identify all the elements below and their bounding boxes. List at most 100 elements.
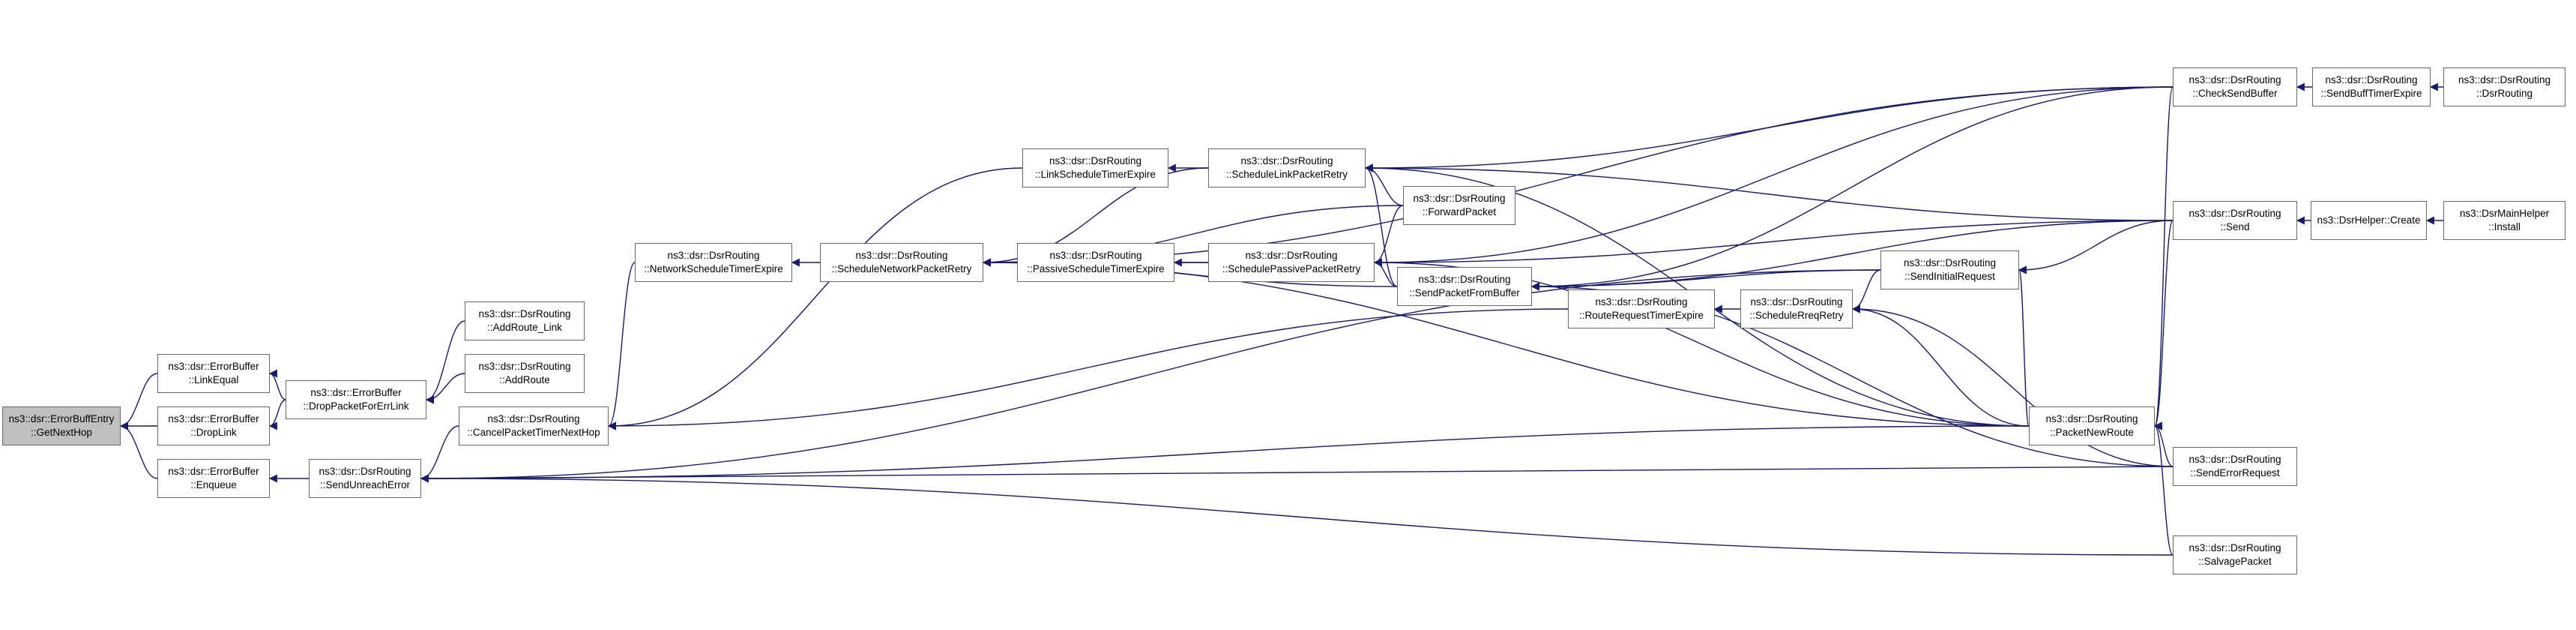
node-label: ns3::dsr::DsrRouting	[487, 413, 580, 424]
graph-node[interactable]: ns3::dsr::DsrRouting::ScheduleNetworkPac…	[820, 243, 983, 282]
graph-node[interactable]: ns3::dsr::DsrRouting::PacketNewRoute	[2029, 406, 2155, 446]
call-edge	[1530, 269, 1881, 291]
graph-node[interactable]: ns3::dsr::DsrRouting::NetworkScheduleTim…	[635, 243, 792, 282]
root-node: ns3::dsr::ErrorBuffEntry::GetNextHop	[2, 406, 121, 446]
node-label: ::DropPacketForErrLink	[303, 400, 409, 412]
node-label: ns3::dsr::ErrorBuffEntry	[8, 413, 115, 424]
call-edge	[1530, 86, 2174, 291]
node-label: ::PassiveScheduleTimerExpire	[1027, 263, 1165, 274]
node-label: ::AddRoute	[499, 374, 550, 386]
node-label: ::DropLink	[190, 427, 237, 438]
graph-node[interactable]: ns3::dsr::DsrRouting::RouteRequestTimerE…	[1568, 290, 1715, 328]
node-label: ns3::dsr::DsrRouting	[1418, 274, 1511, 285]
call-edge	[1851, 269, 1881, 314]
graph-node[interactable]: ns3::dsr::ErrorBuffer::DropPacketForErrL…	[286, 380, 426, 419]
call-edge	[119, 422, 158, 479]
graph-node[interactable]: ns3::dsr::DsrRouting::SendUnreachError	[309, 459, 421, 498]
graph-node[interactable]: ns3::dsr::DsrRouting::PassiveScheduleTim…	[1017, 243, 1174, 282]
node-label: ns3::dsr::DsrRouting	[855, 250, 948, 261]
node-label: ns3::DsrHelper::Create	[2317, 214, 2421, 226]
node-label: ns3::dsr::DsrRouting	[1595, 296, 1688, 308]
graph-node[interactable]: ns3::dsr::DsrRouting::LinkScheduleTimerE…	[1022, 148, 1168, 188]
call-edge	[420, 474, 2174, 556]
node-label: ::Enqueue	[190, 479, 237, 490]
node-label: ::SendErrorRequest	[2190, 467, 2280, 478]
call-edge	[1373, 86, 2174, 267]
node-label: ::CancelPacketTimerNextHop	[467, 427, 600, 438]
node-label: ::ScheduleNetworkPacketRetry	[831, 263, 972, 274]
call-edge	[607, 167, 1023, 430]
graph-node[interactable]: ns3::dsr::DsrRouting::SendInitialRequest	[1880, 250, 2019, 290]
node-label: ns3::dsr::DsrRouting	[2189, 454, 2281, 465]
node-label: ::ScheduleLinkPacketRetry	[1225, 169, 1348, 180]
call-edge	[1530, 220, 2174, 291]
graph-node[interactable]: ns3::dsr::DsrRouting::SalvagePacket	[2173, 536, 2297, 574]
node-label: ns3::dsr::DsrRouting	[2325, 74, 2418, 86]
call-edge	[1364, 164, 1398, 287]
node-label: ::Install	[2488, 221, 2521, 232]
node-label: ::CheckSendBuffer	[2192, 88, 2278, 99]
call-edge	[1364, 86, 2174, 172]
node-label: ns3::dsr::DsrRouting	[1413, 193, 1506, 204]
call-edge	[1851, 304, 2174, 467]
node-label: ns3::dsr::DsrRouting	[1240, 155, 1333, 166]
graph-node[interactable]: ns3::dsr::DsrRouting::ScheduleRreqRetry	[1740, 290, 1853, 328]
graph-node[interactable]: ns3::dsr::DsrRouting::Send	[2173, 201, 2297, 240]
graph-node[interactable]: ns3::dsr::DsrRouting::DsrRouting	[2443, 68, 2566, 106]
graph-node[interactable]: ns3::DsrHelper::Create	[2311, 201, 2427, 240]
call-edge	[2153, 86, 2174, 430]
graph-node[interactable]: ns3::dsr::DsrRouting::AddRoute_Link	[465, 302, 585, 340]
node-label: ::RouteRequestTimerExpire	[1578, 310, 1704, 321]
node-label: ns3::dsr::ErrorBuffer	[168, 466, 259, 477]
call-edge	[1373, 220, 2174, 267]
node-label: ::NetworkScheduleTimerExpire	[644, 263, 783, 274]
call-edge	[425, 320, 465, 404]
node-label: ::Send	[2220, 221, 2250, 232]
graph-node[interactable]: ns3::dsr::DsrRouting::ForwardPacket	[1403, 186, 1515, 225]
node-label: ns3::dsr::DsrRouting	[1049, 155, 1142, 166]
node-label: ns3::dsr::ErrorBuffer	[168, 413, 259, 424]
call-edge	[1373, 258, 1398, 287]
node-label: ::SendInitialRequest	[1904, 271, 1995, 282]
call-edge	[1364, 164, 2174, 221]
graph-node[interactable]: ns3::dsr::ErrorBuffer::DropLink	[157, 406, 270, 446]
node-label: ns3::dsr::DsrRouting	[319, 466, 411, 477]
call-edge	[607, 308, 1569, 430]
graph-node[interactable]: ns3::dsr::DsrRouting::SendErrorRequest	[2173, 447, 2297, 486]
node-label: ns3::dsr::ErrorBuffer	[310, 387, 402, 398]
node-label: ns3::dsr::DsrRouting	[1245, 250, 1338, 261]
call-edge	[1851, 304, 2030, 427]
node-label: ns3::dsr::DsrRouting	[478, 361, 571, 372]
node-label: ::GetNextHop	[31, 427, 92, 438]
graph-node[interactable]: ns3::dsr::DsrRouting::CheckSendBuffer	[2173, 68, 2297, 106]
node-label: ::ForwardPacket	[1422, 206, 1497, 218]
call-edge	[2018, 266, 2030, 427]
node-label: ns3::dsr::DsrRouting	[1750, 296, 1843, 308]
node-label: ::LinkEqual	[188, 374, 239, 386]
node-label: ::SchedulePassivePacketRetry	[1222, 263, 1361, 274]
node-label: ::DsrRouting	[2476, 88, 2533, 99]
node-label: ::SalvagePacket	[2198, 556, 2272, 567]
graph-node[interactable]: ns3::dsr::DsrRouting::CancelPacketTimerN…	[459, 406, 609, 446]
call-edge	[420, 466, 2174, 483]
graph-node[interactable]: ns3::DsrMainHelper::Install	[2443, 201, 2566, 240]
node-label: ::SendPacketFromBuffer	[1409, 287, 1520, 298]
call-edge	[2018, 220, 2174, 274]
graph-node[interactable]: ns3::dsr::ErrorBuffer::Enqueue	[157, 459, 270, 498]
node-label: ns3::dsr::DsrRouting	[2189, 542, 2281, 554]
graph-node[interactable]: ns3::dsr::DsrRouting::SendPacketFromBuff…	[1397, 267, 1532, 306]
node-label: ::PacketNewRoute	[2050, 427, 2134, 438]
graph-node[interactable]: ns3::dsr::DsrRouting::SendBuffTimerExpir…	[2312, 68, 2431, 106]
call-edge	[1364, 164, 1404, 206]
call-edge	[268, 399, 286, 430]
node-label: ns3::dsr::DsrRouting	[1049, 250, 1142, 261]
graph-node[interactable]: ns3::dsr::DsrRouting::ScheduleLinkPacket…	[1208, 148, 1366, 188]
node-label: ns3::dsr::DsrRouting	[2189, 74, 2281, 86]
graph-node[interactable]: ns3::dsr::DsrRouting::SchedulePassivePac…	[1208, 243, 1375, 282]
call-edge	[2153, 422, 2174, 556]
graph-node[interactable]: ns3::dsr::DsrRouting::AddRoute	[465, 354, 585, 393]
graph-node[interactable]: ns3::dsr::ErrorBuffer::LinkEqual	[157, 354, 270, 393]
node-label: ::SendUnreachError	[319, 479, 411, 490]
node-label: ns3::dsr::DsrRouting	[1903, 257, 1997, 268]
node-label: ns3::dsr::DsrRouting	[2189, 208, 2281, 219]
